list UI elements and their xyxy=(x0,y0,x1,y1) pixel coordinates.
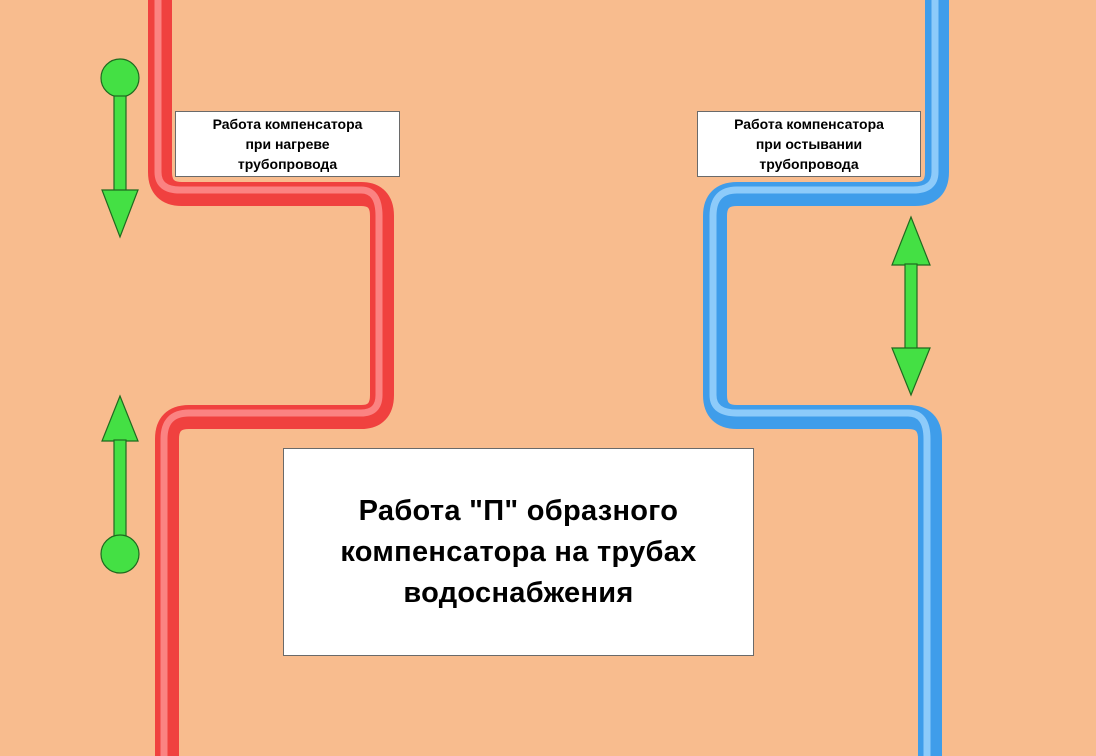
arrow-shaft xyxy=(904,263,918,350)
cold-pipe-highlight xyxy=(709,0,939,756)
cooling-label-line-2: при остывании xyxy=(755,136,863,152)
heating-label-line-3: трубопровода xyxy=(237,156,338,172)
title-line-3: водоснабжения xyxy=(403,576,634,609)
title-line-1: Работа "П" образного xyxy=(358,494,679,527)
arrow-down-with-circle-icon xyxy=(100,58,140,239)
cooling-label-line-3: трубопровода xyxy=(759,156,859,172)
hot-pipe-highlight xyxy=(154,0,383,756)
heating-label: Работа компенсатора при нагреве трубопро… xyxy=(175,111,400,177)
arrow-head-down xyxy=(891,347,931,397)
arrow-anchor-circle xyxy=(100,534,140,574)
arrow-shaft xyxy=(113,439,127,539)
cooling-label-line-1: Работа компенсатора xyxy=(734,116,884,132)
diagram-title: Работа "П" образного компенсатора на тру… xyxy=(283,448,754,656)
arrow-head xyxy=(101,189,139,239)
arrow-shaft xyxy=(113,95,127,193)
cold-pipe xyxy=(703,0,949,756)
heating-label-line-1: Работа компенсатора xyxy=(212,116,363,132)
arrow-anchor-circle xyxy=(100,58,140,98)
heating-label-line-2: при нагреве xyxy=(245,136,330,152)
title-line-2: компенсатора на трубах xyxy=(340,535,697,568)
cooling-label: Работа компенсатора при остывании трубоп… xyxy=(697,111,921,177)
arrow-up-with-circle-icon xyxy=(100,394,140,574)
double-headed-arrow-icon xyxy=(891,215,931,397)
hot-pipe xyxy=(148,0,394,756)
